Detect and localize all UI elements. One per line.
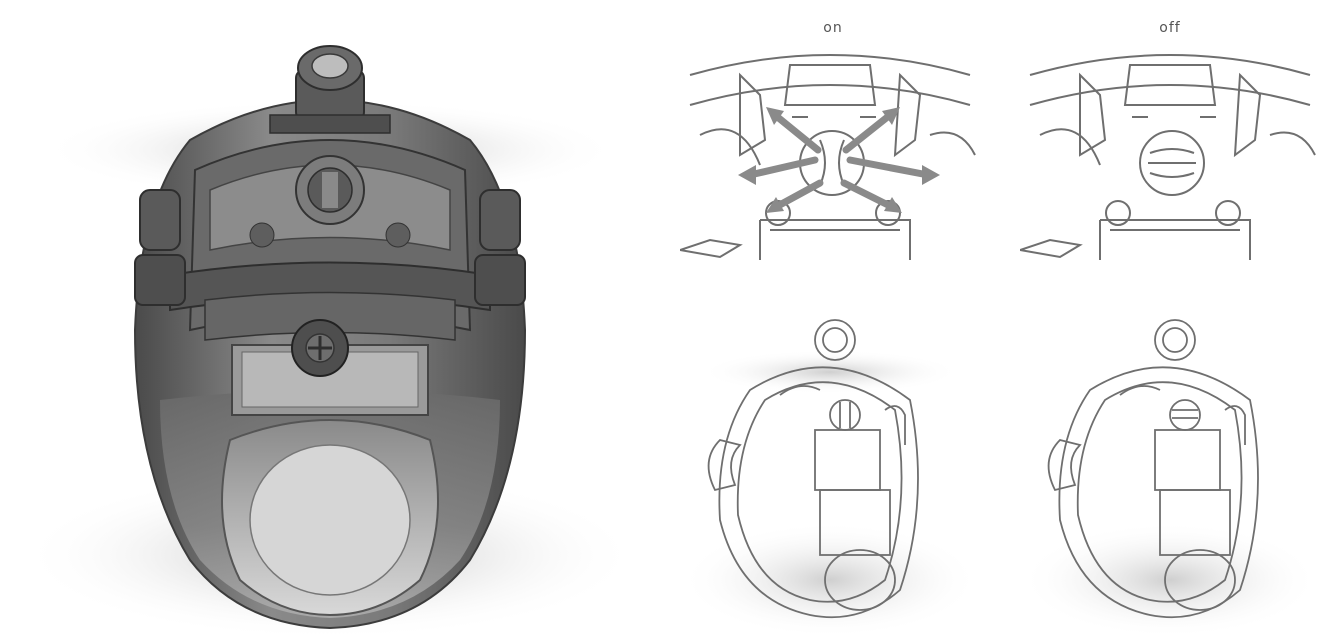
neck-hole [249,444,411,596]
helmet-on-line-drawing [680,300,980,639]
helmet-off-line-drawing [1020,300,1320,639]
label-on: on [823,20,843,36]
valve-on-detail-drawing [680,45,980,270]
label-off: off [1159,20,1181,36]
helmet-rear-view-illustration [20,45,640,639]
valve-off-detail-drawing [1020,45,1320,270]
left-side-adjuster [139,189,181,251]
right-side-adjuster [479,189,521,251]
